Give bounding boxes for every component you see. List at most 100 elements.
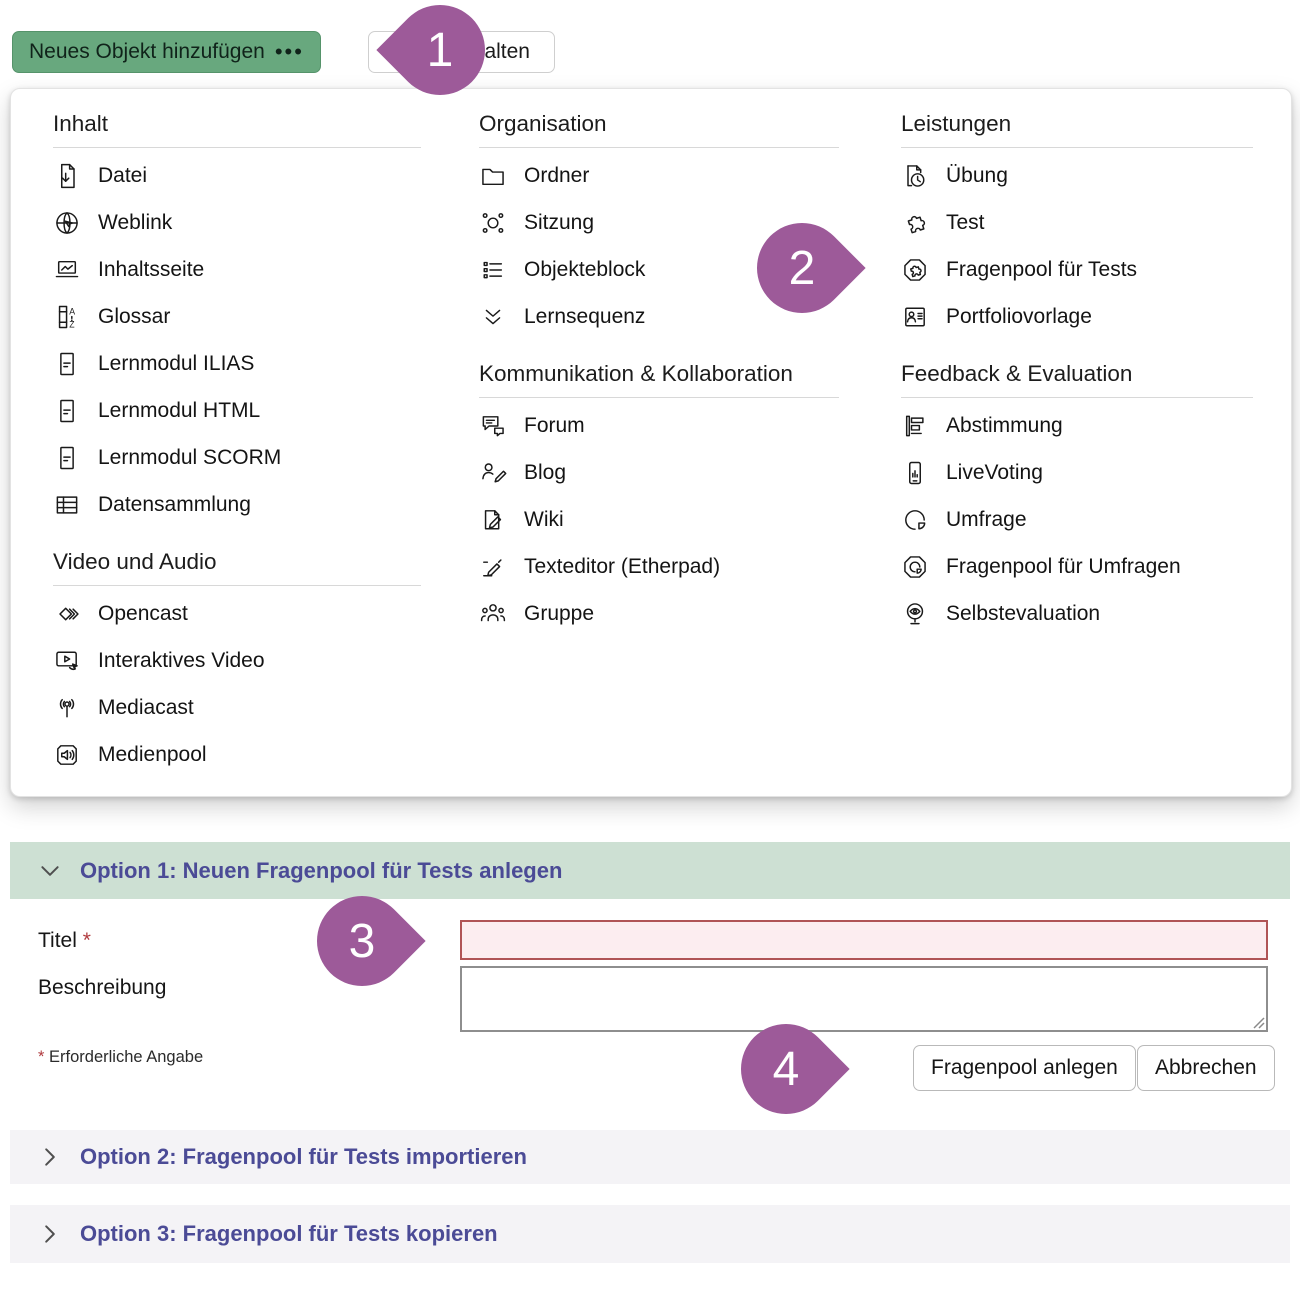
exercise-icon	[901, 162, 929, 190]
menu-item-gruppe[interactable]: Gruppe	[479, 600, 839, 628]
globe-icon	[53, 209, 81, 237]
menu-item-fragenpool-tests[interactable]: Fragenpool für Tests	[901, 256, 1253, 284]
media-pool-icon	[53, 741, 81, 769]
content-page-icon	[53, 256, 81, 284]
question-pool-test-icon	[901, 256, 929, 284]
session-icon	[479, 209, 507, 237]
accordion-option-1-title: Option 1: Neuen Fragenpool für Tests anl…	[80, 857, 563, 883]
accordion-option-1[interactable]: Option 1: Neuen Fragenpool für Tests anl…	[10, 842, 1290, 899]
menu-item-label: Lernmodul SCORM	[98, 446, 282, 469]
section-divider	[479, 397, 839, 398]
mediacast-icon	[53, 694, 81, 722]
section-title-kommunikation: Kommunikation & Kollaboration	[479, 361, 793, 386]
menu-item-texteditor[interactable]: Texteditor (Etherpad)	[479, 553, 839, 581]
menu-item-label: Inhaltsseite	[98, 258, 205, 281]
interactive-video-icon	[53, 647, 81, 675]
callout-marker-3: 3	[298, 877, 426, 1005]
menu-item-label: Umfrage	[946, 508, 1027, 531]
callout-marker-2: 2	[738, 204, 866, 332]
menu-item-forum[interactable]: Forum	[479, 412, 839, 440]
poll-icon	[901, 412, 929, 440]
menu-item-label: Gruppe	[524, 602, 595, 625]
menu-item-label: Fragenpool für Umfragen	[946, 555, 1181, 578]
menu-item-lernmodul-scorm[interactable]: Lernmodul SCORM	[53, 444, 421, 472]
title-input[interactable]	[460, 920, 1268, 960]
menu-item-mediacast[interactable]: Mediacast	[53, 694, 421, 722]
ellipsis-icon: •••	[274, 39, 304, 64]
description-textarea[interactable]	[460, 966, 1268, 1032]
menu-item-inhaltsseite[interactable]: Inhaltsseite	[53, 256, 421, 284]
portfolio-template-icon	[901, 303, 929, 331]
menu-item-label: Ordner	[524, 164, 590, 187]
glossary-icon	[53, 303, 81, 331]
section-title-organisation: Organisation	[479, 111, 607, 136]
menu-item-label: Fragenpool für Tests	[946, 258, 1138, 281]
create-question-pool-button[interactable]: Fragenpool anlegen	[913, 1045, 1136, 1091]
menu-item-datei[interactable]: Datei	[53, 162, 421, 190]
menu-item-label: Interaktives Video	[98, 649, 265, 672]
menu-item-livevoting[interactable]: LiveVoting	[901, 459, 1253, 487]
menu-item-label: Texteditor (Etherpad)	[524, 555, 721, 578]
menu-item-lernmodul-ilias[interactable]: Lernmodul ILIAS	[53, 350, 421, 378]
menu-item-label: Medienpool	[98, 743, 207, 766]
menu-item-selbstevaluation[interactable]: Selbstevaluation	[901, 600, 1253, 628]
accordion-option-2[interactable]: Option 2: Fragenpool für Tests importier…	[10, 1130, 1290, 1184]
section-divider	[901, 147, 1253, 148]
chevron-right-icon	[38, 1145, 62, 1169]
menu-item-lernsequenz[interactable]: Lernsequenz	[479, 303, 839, 331]
menu-item-test[interactable]: Test	[901, 209, 1253, 237]
section-title-feedback: Feedback & Evaluation	[901, 361, 1133, 386]
menu-item-label: LiveVoting	[946, 461, 1043, 484]
menu-item-label: Lernsequenz	[524, 305, 646, 328]
menu-item-ordner[interactable]: Ordner	[479, 162, 839, 190]
cancel-button[interactable]: Abbrechen	[1137, 1045, 1275, 1091]
menu-item-uebung[interactable]: Übung	[901, 162, 1253, 190]
section-divider	[53, 147, 421, 148]
title-label-text: Titel	[38, 929, 77, 952]
menu-item-label: Lernmodul ILIAS	[98, 352, 255, 375]
learning-module-icon	[53, 397, 81, 425]
forum-icon	[479, 412, 507, 440]
menu-item-label: Datei	[98, 164, 148, 187]
menu-item-sitzung[interactable]: Sitzung	[479, 209, 839, 237]
accordion-option-3[interactable]: Option 3: Fragenpool für Tests kopieren	[10, 1205, 1290, 1263]
create-button-label: Fragenpool anlegen	[931, 1056, 1118, 1079]
menu-item-fragenpool-umfragen[interactable]: Fragenpool für Umfragen	[901, 553, 1253, 581]
description-label-text: Beschreibung	[38, 976, 167, 999]
add-object-dropdown-panel: Inhalt Datei Weblink Inhaltsseite Glossa…	[10, 88, 1292, 797]
add-new-object-button[interactable]: Neues Objekt hinzufügen •••	[12, 31, 321, 73]
panel-column-inhalt: Inhalt Datei Weblink Inhaltsseite Glossa…	[53, 105, 421, 788]
section-divider	[53, 585, 421, 586]
accordion-option-2-title: Option 2: Fragenpool für Tests importier…	[80, 1144, 527, 1169]
menu-item-opencast[interactable]: Opencast	[53, 600, 421, 628]
menu-item-abstimmung[interactable]: Abstimmung	[901, 412, 1253, 440]
file-download-icon	[53, 162, 81, 190]
blog-icon	[479, 459, 507, 487]
menu-item-label: Übung	[946, 164, 1008, 187]
opencast-icon	[53, 600, 81, 628]
menu-item-umfrage[interactable]: Umfrage	[901, 506, 1253, 534]
menu-item-datensammlung[interactable]: Datensammlung	[53, 491, 421, 519]
menu-item-objekteblock[interactable]: Objekteblock	[479, 256, 839, 284]
data-collection-icon	[53, 491, 81, 519]
survey-icon	[901, 506, 929, 534]
menu-item-weblink[interactable]: Weblink	[53, 209, 421, 237]
question-pool-survey-icon	[901, 553, 929, 581]
menu-item-medienpool[interactable]: Medienpool	[53, 741, 421, 769]
section-title-leistungen: Leistungen	[901, 111, 1012, 136]
menu-item-interaktives-video[interactable]: Interaktives Video	[53, 647, 421, 675]
menu-item-lernmodul-html[interactable]: Lernmodul HTML	[53, 397, 421, 425]
title-field-label: Titel *	[38, 929, 91, 953]
menu-item-glossar[interactable]: Glossar	[53, 303, 421, 331]
learning-sequence-icon	[479, 303, 507, 331]
menu-item-wiki[interactable]: Wiki	[479, 506, 839, 534]
menu-item-portfoliovorlage[interactable]: Portfoliovorlage	[901, 303, 1253, 331]
manage-button-label: alten	[484, 40, 530, 63]
menu-item-blog[interactable]: Blog	[479, 459, 839, 487]
menu-item-label: Wiki	[524, 508, 564, 531]
description-field-label: Beschreibung	[38, 976, 166, 1000]
panel-column-leistungen: Leistungen Übung Test Fragenpool für Tes…	[901, 105, 1253, 647]
menu-item-label: Objekteblock	[524, 258, 646, 281]
chevron-right-icon	[38, 1222, 62, 1246]
